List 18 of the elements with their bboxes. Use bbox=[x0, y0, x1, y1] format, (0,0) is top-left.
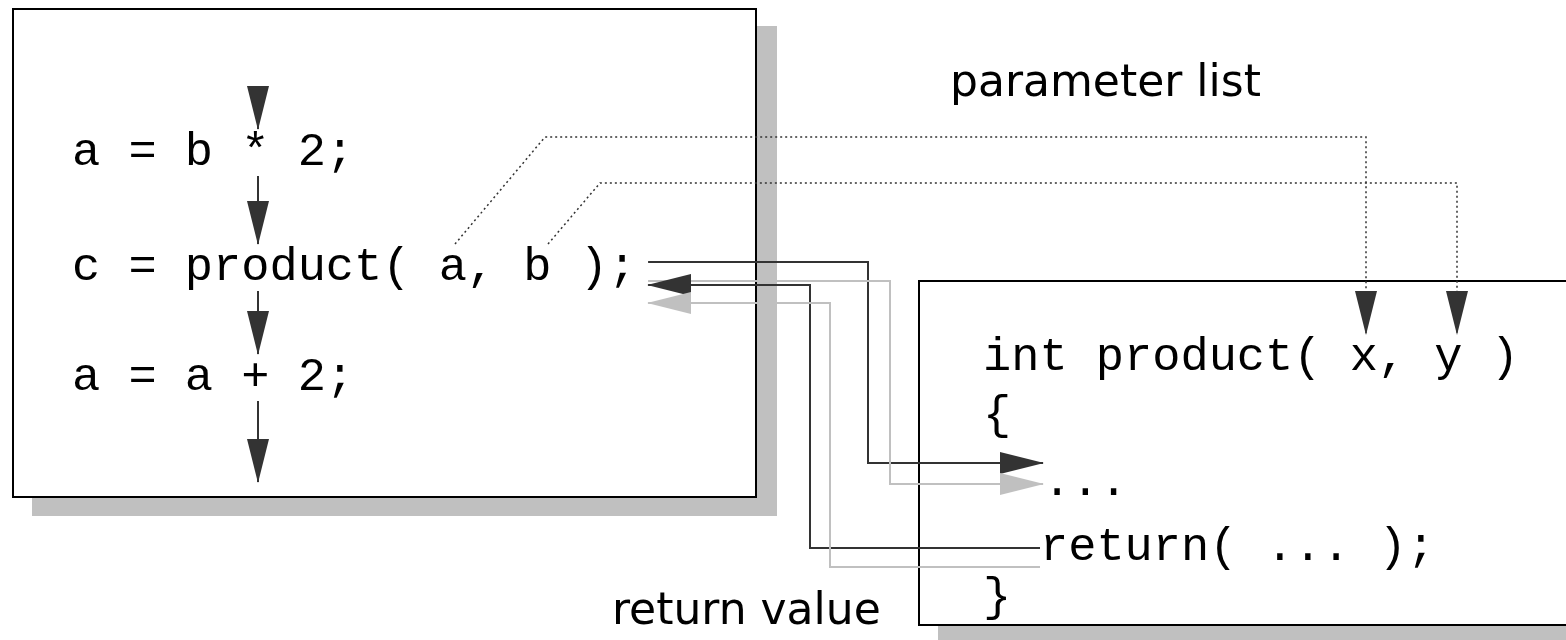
leader-arrow bbox=[454, 136, 1377, 335]
code-line: int product( x, y ) bbox=[983, 334, 1531, 381]
code-line: } bbox=[983, 574, 1024, 621]
code-line: a = b * 2; bbox=[72, 129, 367, 176]
flow-arrow bbox=[247, 400, 269, 483]
code-line: { bbox=[983, 392, 1024, 439]
code-line: c = product( a, b ); bbox=[72, 244, 649, 291]
call-arrow bbox=[647, 261, 1044, 474]
code-line: a = a + 2; bbox=[72, 354, 367, 401]
leader-arrow bbox=[547, 182, 1468, 335]
annotation-text: return value bbox=[612, 584, 881, 634]
flow-arrow bbox=[247, 86, 269, 130]
flow-arrow bbox=[247, 175, 269, 245]
flow-arrow bbox=[247, 290, 269, 355]
code-line: ... bbox=[1043, 459, 1140, 506]
code-line: return( ... ); bbox=[1040, 524, 1447, 571]
call-arrow bbox=[647, 280, 1044, 495]
annotation-text: parameter list bbox=[950, 56, 1261, 106]
